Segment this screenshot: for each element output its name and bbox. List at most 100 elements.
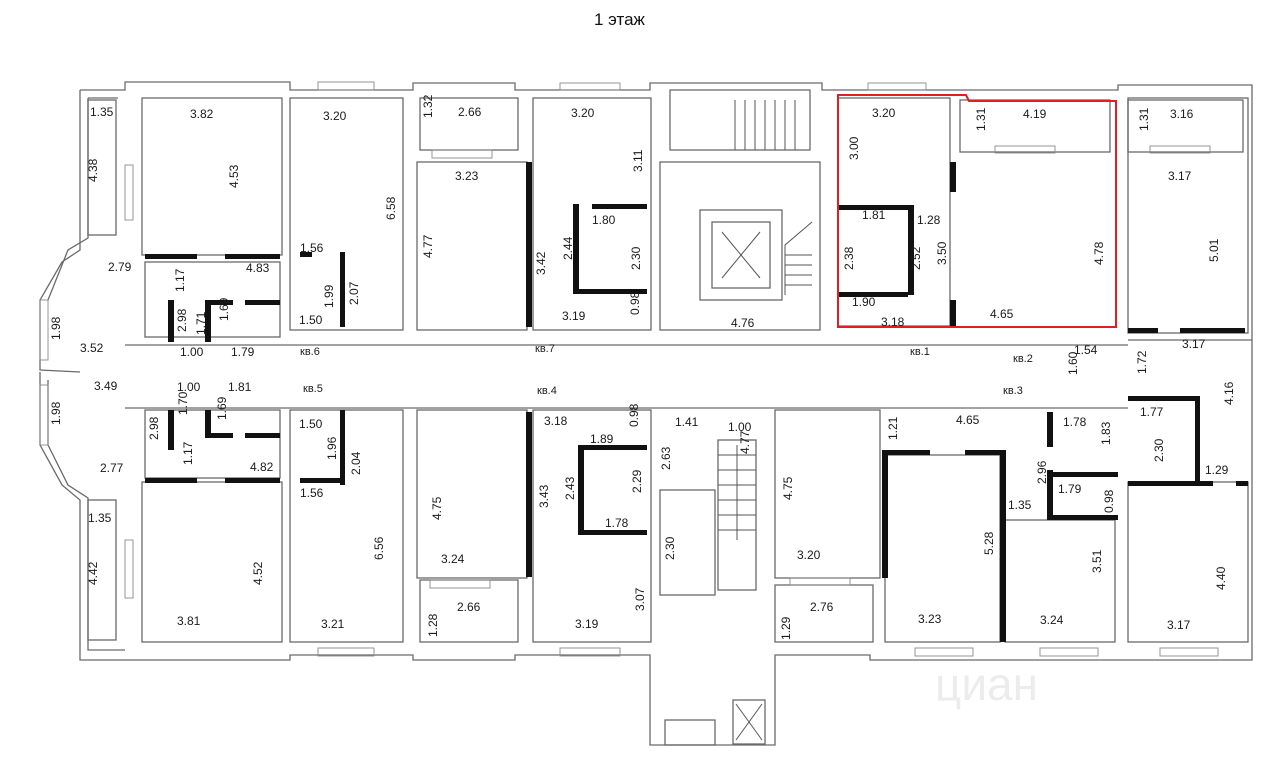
dimension-label: 3.23 [455, 169, 479, 183]
dimension-label: 1.31 [1137, 107, 1151, 131]
dimension-label: 2.77 [100, 461, 124, 475]
dimension-label: 2.30 [663, 536, 677, 560]
dimension-label: 4.38 [86, 158, 100, 182]
dimension-label: 1.28 [426, 613, 440, 637]
dimension-label: 3.19 [562, 309, 586, 323]
dimension-label: 1.29 [1205, 463, 1229, 477]
dimension-label: 3.51 [1090, 549, 1104, 573]
dimension-label: 2.66 [457, 600, 481, 614]
apartment-label: кв.5 [303, 383, 323, 395]
dimension-label: 3.20 [797, 548, 821, 562]
upper-rooms [87, 89, 1249, 338]
dimension-label: 4.78 [1092, 241, 1106, 265]
dimension-label: 1.00 [728, 420, 752, 434]
highlighted-apartment-outline [837, 94, 1117, 328]
dimension-label: 1.00 [177, 380, 201, 394]
dimension-label: 2.30 [629, 246, 643, 270]
dimension-label: 1.29 [779, 616, 793, 640]
dimension-label: 2.07 [347, 281, 361, 305]
dimension-label: 3.17 [1168, 169, 1192, 183]
dimension-label: 1.00 [180, 345, 204, 359]
dimension-label: 3.19 [575, 617, 599, 631]
dimension-label: 1.56 [300, 241, 324, 255]
dimension-label: 4.76 [731, 316, 755, 330]
dimension-label: 2.66 [458, 105, 482, 119]
dimension-label: 3.20 [872, 106, 896, 120]
dimension-label: 1.77 [1140, 405, 1164, 419]
dimension-label: 3.24 [1040, 613, 1064, 627]
dimension-label: 1.28 [917, 213, 941, 227]
dimension-label: 1.41 [675, 415, 699, 429]
partitions [145, 162, 1248, 642]
dimension-label: 4.40 [1214, 566, 1228, 590]
dimension-label: 1.89 [590, 432, 614, 446]
apartment-label: кв.4 [537, 385, 557, 397]
dimension-label: 1.17 [181, 441, 195, 465]
dimension-label: 5.28 [982, 531, 996, 555]
dimension-label: 1.78 [1063, 415, 1087, 429]
dimension-label: 4.77 [421, 234, 435, 258]
dimension-label: 3.49 [94, 379, 118, 393]
dimension-label: 1.90 [852, 295, 876, 309]
dimension-label: 2.79 [108, 260, 132, 274]
dimension-label: 3.43 [537, 484, 551, 508]
floor-title: 1 этаж [594, 10, 646, 29]
dimension-label: 3.81 [177, 614, 201, 628]
dimension-label: 0.98 [627, 403, 641, 427]
dimension-label: 1.96 [325, 436, 339, 460]
dimension-label: 1.32 [421, 94, 435, 118]
dimension-label: 1.54 [1074, 343, 1098, 357]
apartment-label: кв.3 [1003, 385, 1023, 397]
dimension-label: 3.21 [321, 617, 345, 631]
dimension-label: 4.77 [738, 430, 752, 454]
dimension-label: 2.04 [349, 451, 363, 475]
dimension-label: 1.70 [176, 391, 190, 415]
dimension-label: 2.38 [842, 246, 856, 270]
dimension-label: 0.98 [628, 291, 642, 315]
dimension-label: 2.29 [630, 469, 644, 493]
dimension-label: 1.79 [231, 345, 255, 359]
dimension-label: 1.69 [215, 396, 229, 420]
dimension-label: 1.80 [592, 213, 616, 227]
dimension-label: 4.65 [956, 413, 980, 427]
dimension-label: 1.35 [1008, 498, 1032, 512]
dimension-label: 1.98 [49, 401, 63, 425]
dimension-label: 3.23 [918, 612, 942, 626]
dimension-label: 1.17 [173, 268, 187, 292]
dimension-label: 2.63 [659, 446, 673, 470]
dimension-label: 3.18 [881, 315, 905, 329]
dimension-label: 4.16 [1222, 381, 1236, 405]
dimension-label: 3.24 [441, 552, 465, 566]
dimension-label: 4.83 [246, 261, 270, 275]
dimension-label: 1.31 [974, 107, 988, 131]
dimension-label: 1.35 [90, 105, 114, 119]
dimension-label: 3.17 [1167, 618, 1191, 632]
dimension-label: 3.11 [631, 149, 645, 172]
apartment-label: кв.7 [535, 343, 555, 355]
dimension-label: 1.69 [217, 297, 231, 321]
dimension-label: 1.35 [88, 511, 112, 525]
dimension-label: 1.99 [322, 284, 336, 308]
dimension-label: 2.43 [563, 476, 577, 500]
dimension-label: 3.00 [847, 136, 861, 160]
dimension-label: 4.75 [781, 476, 795, 500]
dimension-label: 4.65 [990, 307, 1014, 321]
dimension-label: 1.50 [299, 417, 323, 431]
dimension-label: 2.76 [810, 600, 834, 614]
dimension-label: 3.20 [323, 109, 347, 123]
watermark: циан [935, 658, 1038, 710]
dimension-label: 3.42 [534, 251, 548, 275]
dimension-label: 1.98 [49, 316, 63, 340]
dimension-label: 2.98 [175, 308, 189, 332]
dimension-label: 2.52 [909, 246, 923, 270]
dimension-label: 3.20 [571, 106, 595, 120]
dimension-label: 3.16 [1170, 107, 1194, 121]
dimension-label: 3.52 [80, 341, 104, 355]
dimension-label: 4.82 [250, 460, 274, 474]
dimension-label: 1.56 [300, 486, 324, 500]
dimension-label: 1.81 [862, 208, 886, 222]
dimension-label: 3.50 [935, 241, 949, 265]
